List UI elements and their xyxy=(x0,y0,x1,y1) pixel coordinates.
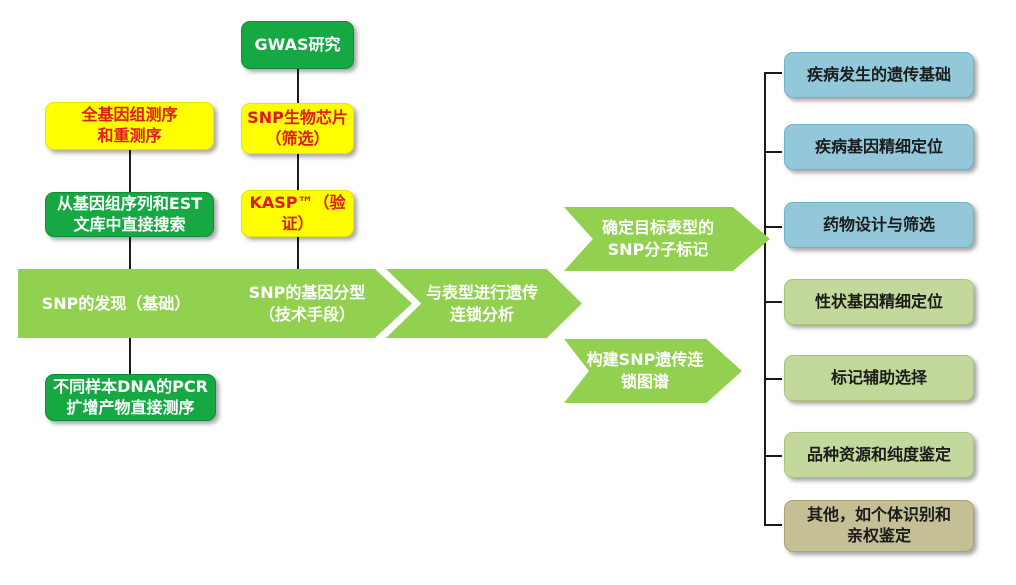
connector-gwas-to-chip xyxy=(297,69,299,103)
gwas-box: GWAS研究 xyxy=(241,21,354,69)
discovery-arrow: SNP的发现（基础） xyxy=(18,269,244,338)
app-other-identification: 其他，如个体识别和 亲权鉴定 xyxy=(784,500,974,552)
bracket-tick-5 xyxy=(764,378,782,380)
app-disease-gene-fine-mapping: 疾病基因精细定位 xyxy=(784,124,974,170)
bracket-tick-1 xyxy=(764,72,782,74)
discovery-label: SNP的发现（基础） xyxy=(41,293,191,313)
bracket-tick-4 xyxy=(764,301,782,303)
app-label: 药物设计与筛选 xyxy=(822,214,935,234)
database-search-label: 从基因组序列和EST 文库中直接搜索 xyxy=(56,193,203,234)
genotyping-label: SNP的基因分型 （技术手段） xyxy=(248,282,366,324)
snp-chip-box: SNP生物芯片 （筛选） xyxy=(241,103,354,154)
bracket-tick-3 xyxy=(764,226,782,228)
kasp-label: KASP™（验证） xyxy=(249,192,346,233)
kasp-box: KASP™（验证） xyxy=(241,190,354,237)
target-marker-label: 确定目标表型的 SNP分子标记 xyxy=(601,218,714,259)
connector-kasp-to-genotyping xyxy=(297,237,299,270)
bracket-tick-2 xyxy=(764,151,782,153)
database-search-box: 从基因组序列和EST 文库中直接搜索 xyxy=(45,192,214,237)
app-trait-gene-fine-mapping: 性状基因精细定位 xyxy=(784,279,974,325)
app-label: 品种资源和纯度鉴定 xyxy=(806,444,951,464)
pcr-sequencing-label: 不同样本DNA的PCR 扩增产物直接测序 xyxy=(53,376,208,417)
app-label: 疾病发生的遗传基础 xyxy=(806,64,951,84)
linkage-map-label: 构建SNP遗传连 锁图谱 xyxy=(586,350,704,391)
bracket-vertical-line xyxy=(764,72,766,526)
linkage-map-arrow: 构建SNP遗传连 锁图谱 xyxy=(564,339,742,403)
app-marker-assisted-selection: 标记辅助选择 xyxy=(784,355,974,401)
connector-discovery-to-pcr xyxy=(129,338,131,374)
app-drug-design-screening: 药物设计与筛选 xyxy=(784,202,974,248)
connector-wgs-to-db xyxy=(129,150,131,192)
wgs-resequencing-label: 全基因组测序 和重测序 xyxy=(81,105,178,145)
app-label: 疾病基因精细定位 xyxy=(814,136,943,156)
wgs-resequencing-box: 全基因组测序 和重测序 xyxy=(45,102,214,150)
linkage-arrow: 与表型进行遗传 连锁分析 xyxy=(386,269,582,338)
connector-db-to-discovery xyxy=(129,237,131,269)
app-label: 性状基因精细定位 xyxy=(814,291,943,311)
connector-chip-to-kasp xyxy=(297,154,299,190)
app-label: 标记辅助选择 xyxy=(830,367,927,387)
bracket-tick-7 xyxy=(764,524,782,526)
app-variety-purity-identification: 品种资源和纯度鉴定 xyxy=(784,432,974,478)
app-label: 其他，如个体识别和 亲权鉴定 xyxy=(806,505,951,545)
app-disease-genetic-basis: 疾病发生的遗传基础 xyxy=(784,52,974,98)
gwas-label: GWAS研究 xyxy=(254,34,341,54)
pcr-sequencing-box: 不同样本DNA的PCR 扩增产物直接测序 xyxy=(45,374,216,421)
bracket-tick-6 xyxy=(764,455,782,457)
target-marker-arrow: 确定目标表型的 SNP分子标记 xyxy=(564,207,770,271)
linkage-label: 与表型进行遗传 连锁分析 xyxy=(425,282,538,324)
snp-chip-label: SNP生物芯片 （筛选） xyxy=(247,107,348,148)
